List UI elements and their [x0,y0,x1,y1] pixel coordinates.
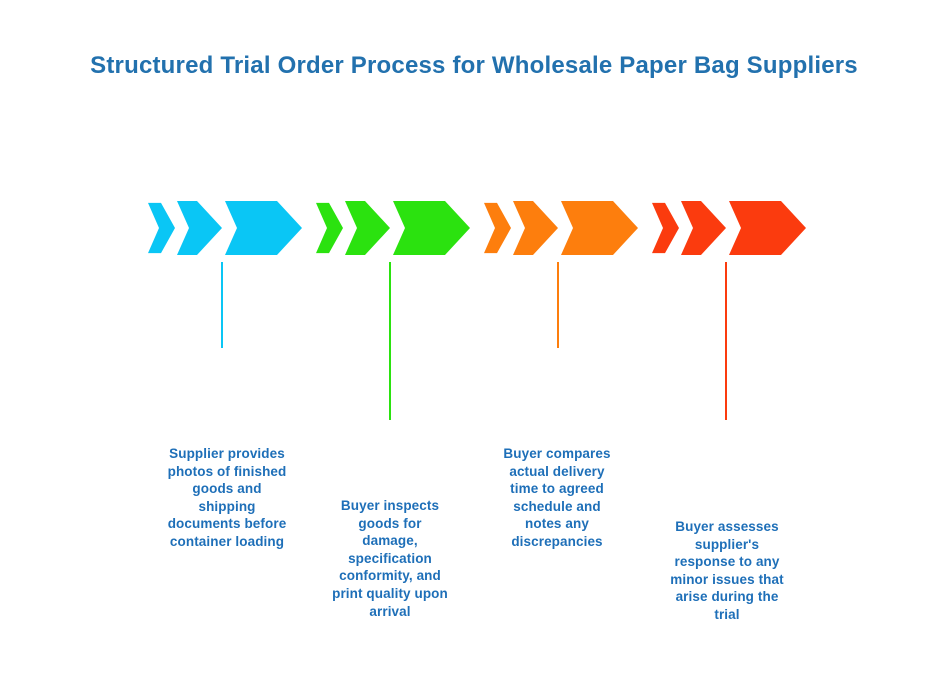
chevron-small-icon [148,202,175,254]
chevron-medium-icon [177,201,222,255]
connector-line [557,262,559,348]
triple-chevron-arrow-icon [148,201,302,255]
step-description: Supplier provides photos of finished goo… [167,446,287,549]
connector-line [725,262,727,420]
triple-chevron-arrow-icon [316,201,470,255]
chevron-small-icon [652,202,679,254]
page-title: Structured Trial Order Process for Whole… [90,52,858,79]
step-description: Buyer compares actual delivery time to a… [503,446,611,549]
chevron-small-icon [484,202,511,254]
chevron-medium-icon [345,201,390,255]
step-description: Buyer inspects goods for damage, specifi… [332,498,448,619]
connector-line [221,262,223,348]
chevron-medium-icon [681,201,726,255]
arrow-large-icon [225,201,302,255]
arrow-large-icon [729,201,806,255]
arrow-large-icon [393,201,470,255]
chevron-medium-icon [513,201,558,255]
step-description: Buyer assesses supplier's response to an… [670,519,784,622]
triple-chevron-arrow-icon [652,201,806,255]
triple-chevron-arrow-icon [484,201,638,255]
chevron-small-icon [316,202,343,254]
connector-line [389,262,391,420]
arrow-large-icon [561,201,638,255]
